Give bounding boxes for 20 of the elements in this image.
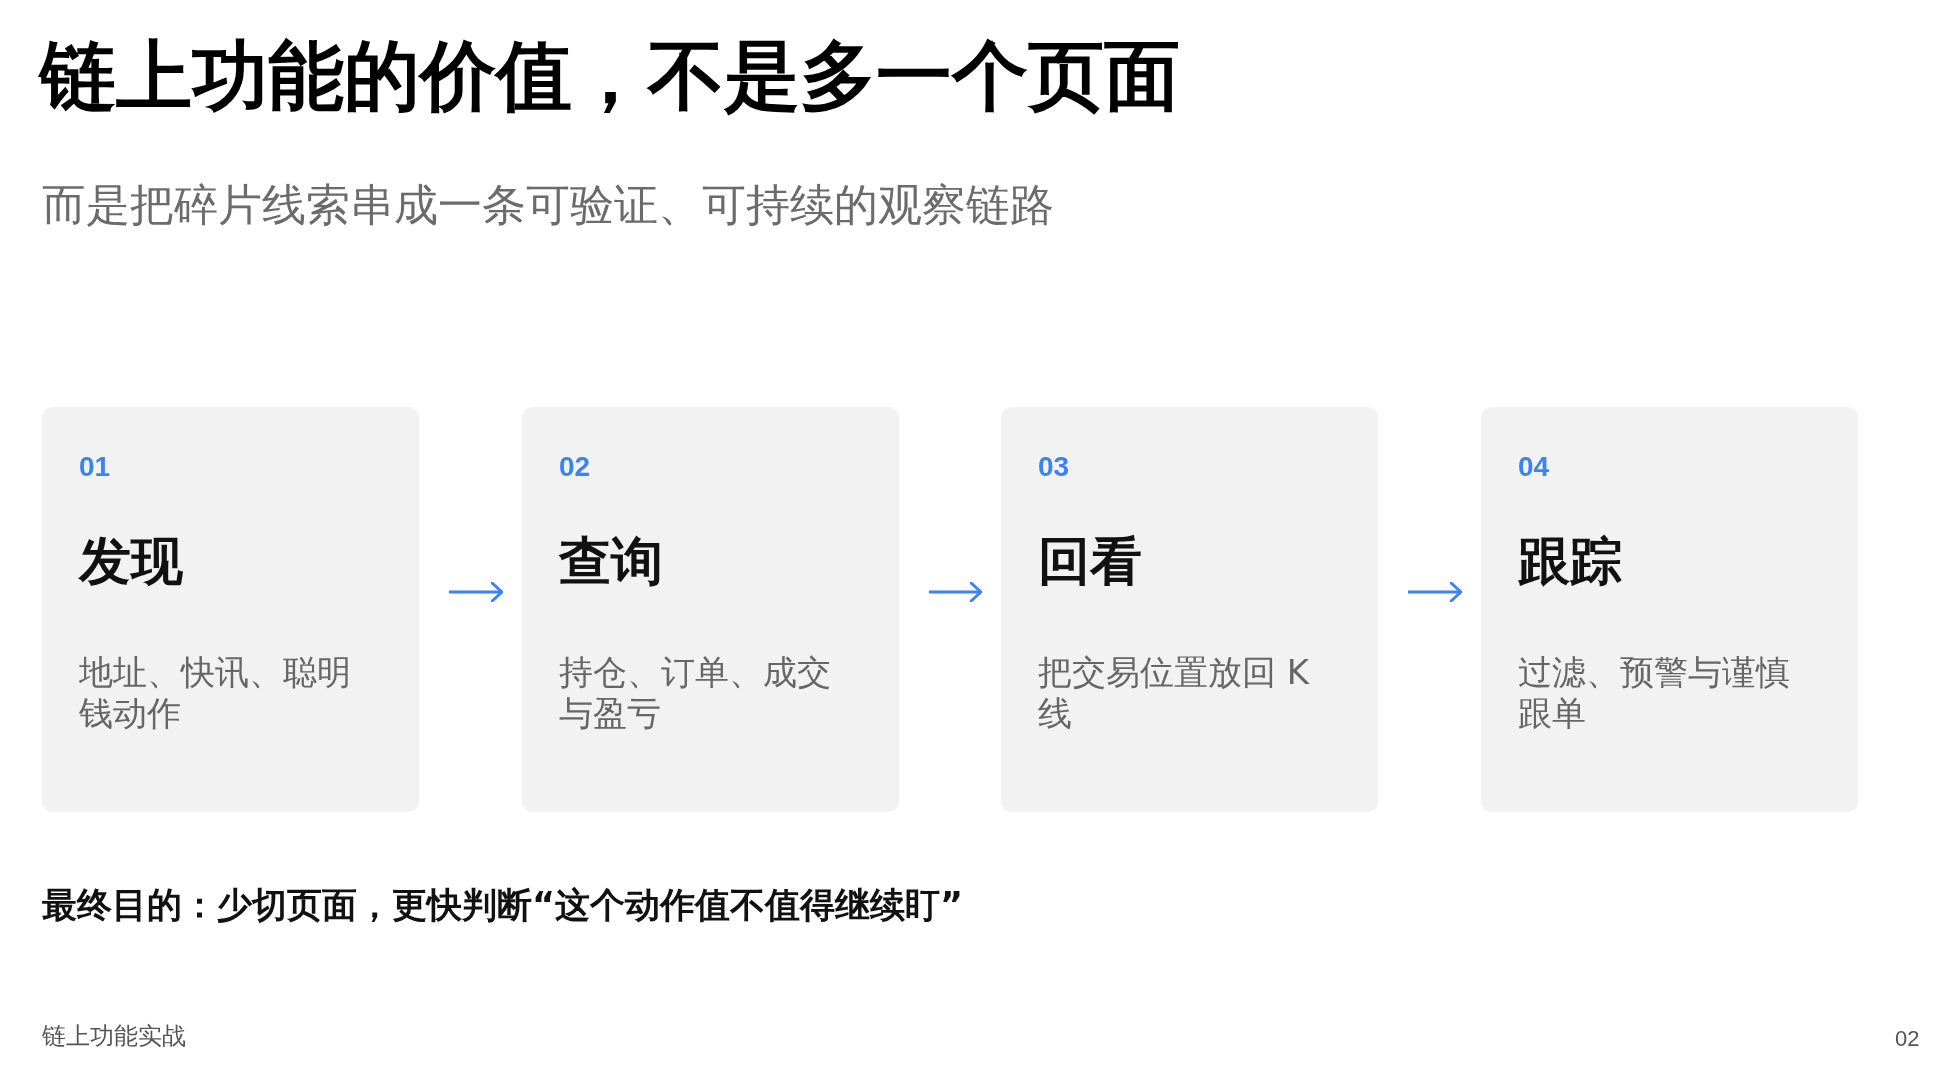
step-heading: 发现	[79, 533, 183, 591]
step-description: 把交易位置放回 K 线	[1038, 652, 1311, 734]
step-number: 04	[1518, 451, 1550, 483]
summary-text: 最终目的：少切页面，更快判断“这个动作值不值得继续盯”	[42, 884, 963, 927]
arrow	[449, 581, 504, 603]
step-heading: 跟踪	[1518, 533, 1622, 591]
step-heading: 查询	[559, 533, 663, 591]
title: 链上功能的价值，不是多一个页面	[40, 30, 1180, 122]
step-number: 02	[559, 451, 591, 483]
footer-text: 链上功能实战	[42, 1021, 186, 1052]
page-number: 02	[1895, 1026, 1920, 1052]
arrow	[1408, 581, 1463, 603]
step-heading: 回看	[1038, 533, 1142, 591]
arrow	[929, 581, 983, 603]
subtitle: 而是把碎片线索串成一条可验证、可持续的观察链路	[42, 178, 1054, 232]
step-number: 03	[1038, 451, 1070, 483]
step-description: 持仓、订单、成交与盈亏	[559, 652, 832, 734]
step-number: 01	[79, 451, 111, 483]
step-description: 地址、快讯、聪明钱动作	[79, 652, 352, 734]
step-description: 过滤、预警与谨慎跟单	[1518, 652, 1791, 734]
